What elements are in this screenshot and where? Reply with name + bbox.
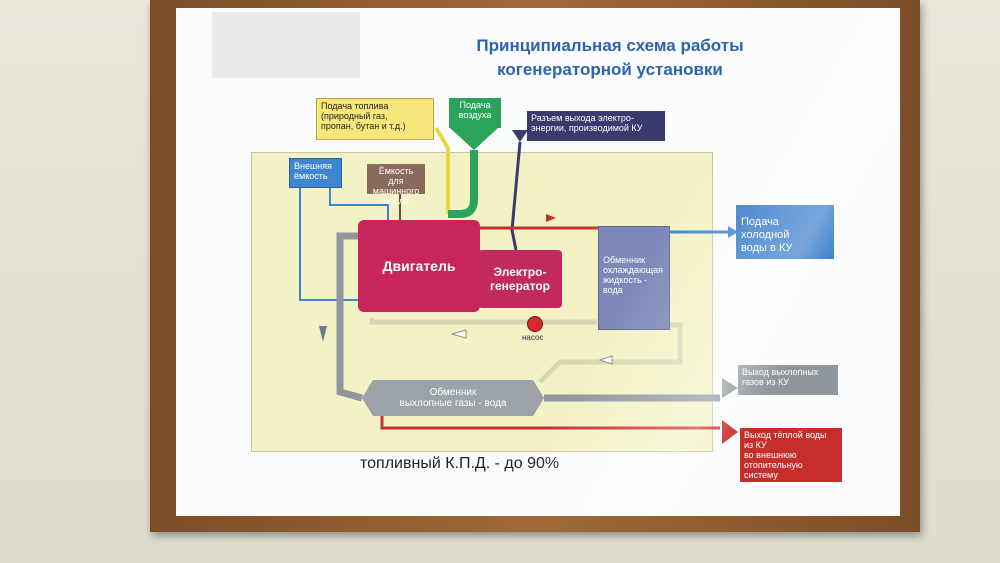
pump-icon: [527, 316, 543, 332]
cold-water-in-label: Подача холодной воды в КУ: [736, 205, 834, 259]
pump-label: насос: [522, 333, 544, 342]
air-supply-label: Подача воздуха: [449, 98, 501, 128]
fuel-supply-label: Подача топлива (природный газ, пропан, б…: [316, 98, 434, 140]
exhaust-exchanger: Обменник выхлопные газы - вода: [362, 380, 544, 416]
electric-output-label: Разъем выхода электро- энергии, производ…: [527, 111, 665, 141]
blank-patch: [212, 12, 360, 78]
hot-water-out-label: Выход тёплой воды из КУ во внешнюю отопи…: [740, 428, 842, 482]
engine-block: Двигатель: [358, 220, 480, 312]
efficiency-text: топливный К.П.Д. - до 90%: [360, 455, 560, 472]
oil-tank-label: Ёмкость для машинного масла: [367, 164, 425, 206]
exhaust-out-label: Выход выхлопных газов из КУ: [738, 365, 838, 395]
external-tank-label: Внешняя ёмкость: [289, 158, 342, 188]
coolant-exchanger: Обменник охлаждающая жидкость - вода: [598, 226, 670, 330]
poster-title: Принципиальная схема работы когенераторн…: [476, 36, 744, 79]
generator-block: Электро- генератор: [478, 250, 562, 308]
